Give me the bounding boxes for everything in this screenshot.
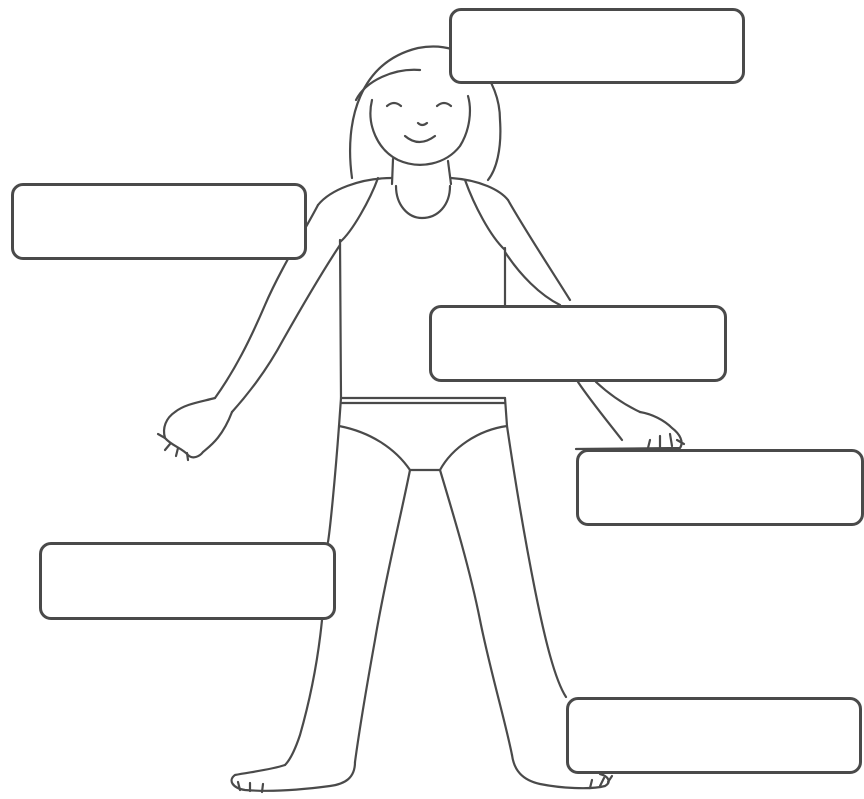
- neck-right: [448, 161, 451, 184]
- arm-right-lower-inner: [578, 382, 622, 440]
- label-box-torso[interactable]: [429, 305, 727, 382]
- leg-left-outer-lower: [285, 620, 322, 765]
- nose: [418, 123, 427, 125]
- shoulder-left: [318, 178, 392, 205]
- hand-right: [576, 412, 682, 449]
- foot-right-toes: [590, 776, 612, 788]
- neck-left: [392, 159, 393, 184]
- face-outline: [370, 96, 469, 165]
- shoulder-right: [451, 178, 508, 200]
- vest-armhole-right: [465, 180, 505, 250]
- arm-left-inner: [232, 245, 340, 412]
- label-box-head[interactable]: [449, 8, 745, 84]
- label-box-shoulder[interactable]: [11, 183, 307, 260]
- mouth: [405, 136, 435, 142]
- arm-right-inner: [505, 252, 560, 305]
- hand-left: [164, 398, 232, 457]
- torso-left: [340, 240, 341, 398]
- briefs-outline: [339, 398, 507, 470]
- eye-right: [437, 103, 451, 106]
- eye-left: [387, 103, 401, 106]
- leg-left-outer: [328, 426, 339, 542]
- hand-left-fingers: [158, 434, 188, 460]
- leg-left-inner: [355, 470, 410, 762]
- vest-neckline: [396, 186, 450, 218]
- leg-right-inner: [440, 470, 512, 755]
- label-box-foot[interactable]: [566, 697, 862, 774]
- arm-right-lower-outer: [596, 382, 640, 412]
- label-box-hand[interactable]: [576, 449, 864, 526]
- leg-right-outer: [507, 426, 566, 697]
- arm-right-outer: [508, 200, 570, 300]
- label-box-leg[interactable]: [39, 542, 336, 620]
